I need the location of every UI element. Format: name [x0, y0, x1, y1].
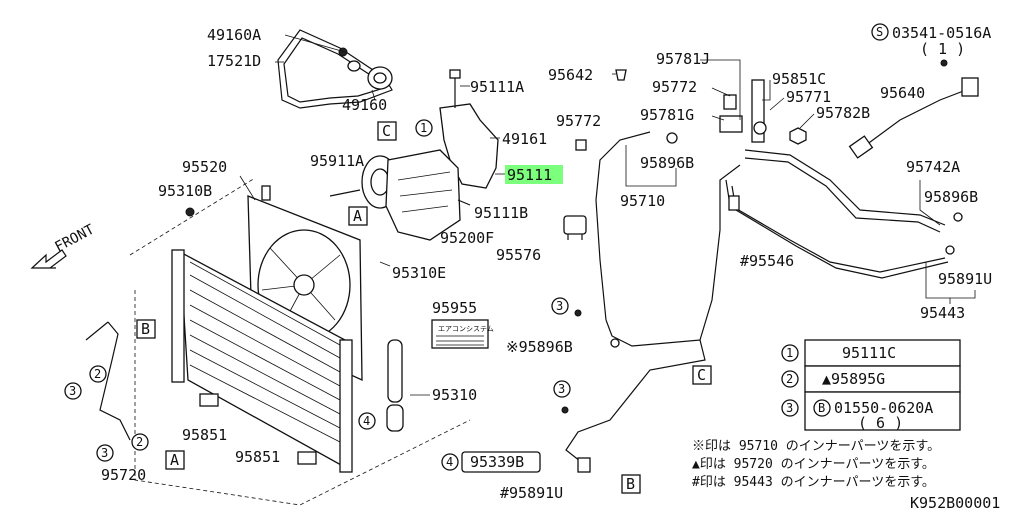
callout-A-bottom: A [170, 451, 179, 469]
callout-A: A [353, 207, 362, 225]
legend-text-2: ▲95895G [822, 370, 885, 388]
bracket-95851-a [199, 393, 219, 407]
label-95111: 95111 [507, 166, 552, 184]
sticker-95955 [431, 319, 489, 349]
label-17521D: 17521D [207, 52, 261, 70]
label-95111A: 95111A [470, 78, 524, 96]
callout-C-pipe: C [697, 366, 706, 384]
callout-3-d: 3 [558, 382, 565, 396]
callout-4-circle [358, 412, 376, 430]
pipe-95720 [85, 321, 131, 441]
label-95339B-box [461, 451, 541, 473]
callout-A-box [348, 206, 368, 226]
condenser [171, 249, 353, 473]
sticker-text: エアコンシステム [438, 325, 494, 333]
label-95781G: 95781G [640, 106, 694, 124]
pulley [338, 47, 393, 90]
label-95576: 95576 [496, 246, 541, 264]
label-95896B-b: 95896B [924, 188, 978, 206]
label-49160A: 49160A [207, 26, 261, 44]
compressor [361, 149, 461, 241]
highlight-95111 [505, 165, 563, 184]
label-03541-qty: ( 1 ) [920, 40, 965, 58]
legend-num-2: 2 [786, 372, 793, 386]
legend-text-3: 01550-0620A [834, 399, 933, 417]
callout-B-bottom: B [626, 475, 635, 493]
label-95891U: 95891U [938, 270, 992, 288]
label-95742A: 95742A [906, 158, 960, 176]
callout-C-box-pipe [692, 365, 712, 385]
callout-1: 1 [420, 121, 427, 135]
label-95310: 95310 [432, 386, 477, 404]
label-95520: 95520 [182, 158, 227, 176]
callout-C: C [382, 122, 391, 140]
label-49160: 49160 [342, 96, 387, 114]
label-95851-a: 95851 [182, 426, 227, 444]
label-95310B: 95310B [158, 182, 212, 200]
callout-B-box-left [136, 319, 156, 339]
label-95851C: 95851C [772, 70, 826, 88]
bracket-95851-b [297, 451, 317, 465]
label-95772-a: 95772 [652, 78, 697, 96]
label-95851-b: 95851 [235, 448, 280, 466]
label-95640: 95640 [880, 84, 925, 102]
callout-2-a: 2 [94, 367, 101, 381]
legend-sub-3: B [818, 401, 825, 415]
label-95781J: 95781J [656, 50, 710, 68]
callout-B-left: B [141, 320, 150, 338]
label-95111B: 95111B [474, 204, 528, 222]
callout-1-circle [415, 119, 433, 137]
note-1: ※印は 95710 のインナーパーツを示す。 [692, 439, 940, 454]
callout-3-b: 3 [101, 446, 108, 460]
legend-text-1: 95111C [842, 344, 896, 362]
callout-4: 4 [363, 414, 370, 428]
label-95200F: 95200F [440, 229, 494, 247]
diagram-id: K952B00001 [910, 494, 1000, 512]
legend-qty-3: ( 6 ) [858, 414, 903, 432]
label-95443: 95443 [920, 304, 965, 322]
callout-A-box-bottom [165, 450, 185, 470]
label-95955: 95955 [432, 299, 477, 317]
label-95310E: 95310E [392, 264, 446, 282]
pipe-95546 [699, 149, 949, 341]
label-95339B: 95339B [470, 453, 524, 471]
connector-95576 [563, 215, 587, 240]
hose-95640 [848, 77, 979, 159]
front-label: FRONT [52, 221, 97, 255]
label-95771: 95771 [786, 88, 831, 106]
label-95546: #95546 [740, 252, 794, 270]
front-arrow [30, 249, 67, 269]
label-95642: 95642 [548, 66, 593, 84]
receiver-drier [386, 339, 404, 432]
drive-belt [277, 29, 393, 109]
legend-num-1: 1 [786, 346, 793, 360]
label-95772-b: 95772 [556, 112, 601, 130]
legend-table [781, 339, 961, 431]
note-3: #印は 95443 のインナーパーツを示す。 [692, 475, 935, 490]
label-95896B-a: 95896B [640, 154, 694, 172]
callout-C-box [377, 121, 397, 141]
hose-95710 [565, 131, 706, 466]
legend-num-3: 3 [786, 401, 793, 415]
label-95911A: 95911A [310, 152, 364, 170]
callout-2-b: 2 [136, 435, 143, 449]
callout-3-c: 3 [556, 299, 563, 313]
callout-4-b: 4 [446, 455, 453, 469]
callout-B-box-bottom [621, 474, 641, 494]
label-95782B: 95782B [816, 104, 870, 122]
label-95720: 95720 [101, 466, 146, 484]
label-03541: 03541-0516A [892, 24, 991, 42]
label-95896B-c: ※95896B [506, 338, 573, 356]
note-2: ▲印は 95720 のインナーパーツを示す。 [692, 457, 935, 472]
callout-3-a: 3 [69, 384, 76, 398]
label-49161: 49161 [502, 130, 547, 148]
label-95891U-b: #95891U [500, 484, 563, 502]
label-95710: 95710 [620, 192, 665, 210]
callout-S: S [876, 25, 883, 39]
